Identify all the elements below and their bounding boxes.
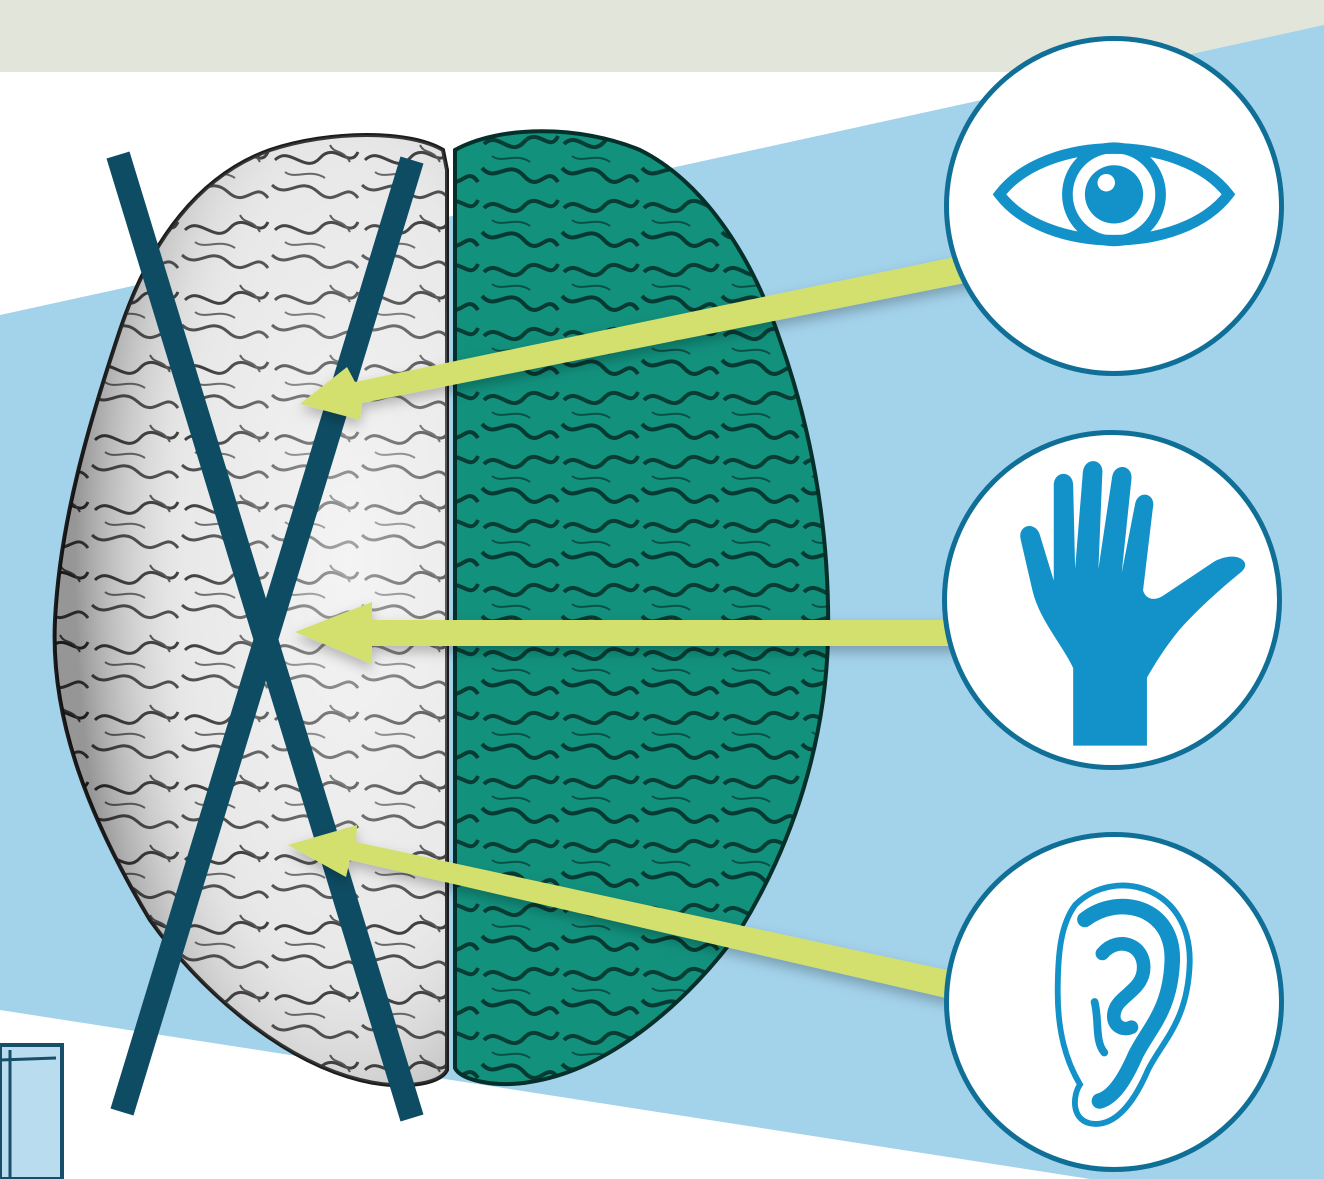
- arrow-eye-to-brain: [300, 248, 1010, 420]
- eye-circle: [944, 36, 1284, 376]
- eye-icon: [949, 41, 1279, 371]
- ear-circle: [944, 832, 1284, 1172]
- hand-circle: [942, 430, 1282, 770]
- ear-icon: [949, 837, 1279, 1167]
- arrow-hand-to-brain: [295, 602, 1008, 664]
- hand-icon: [947, 435, 1277, 765]
- arrow-ear-to-brain: [288, 825, 1002, 1010]
